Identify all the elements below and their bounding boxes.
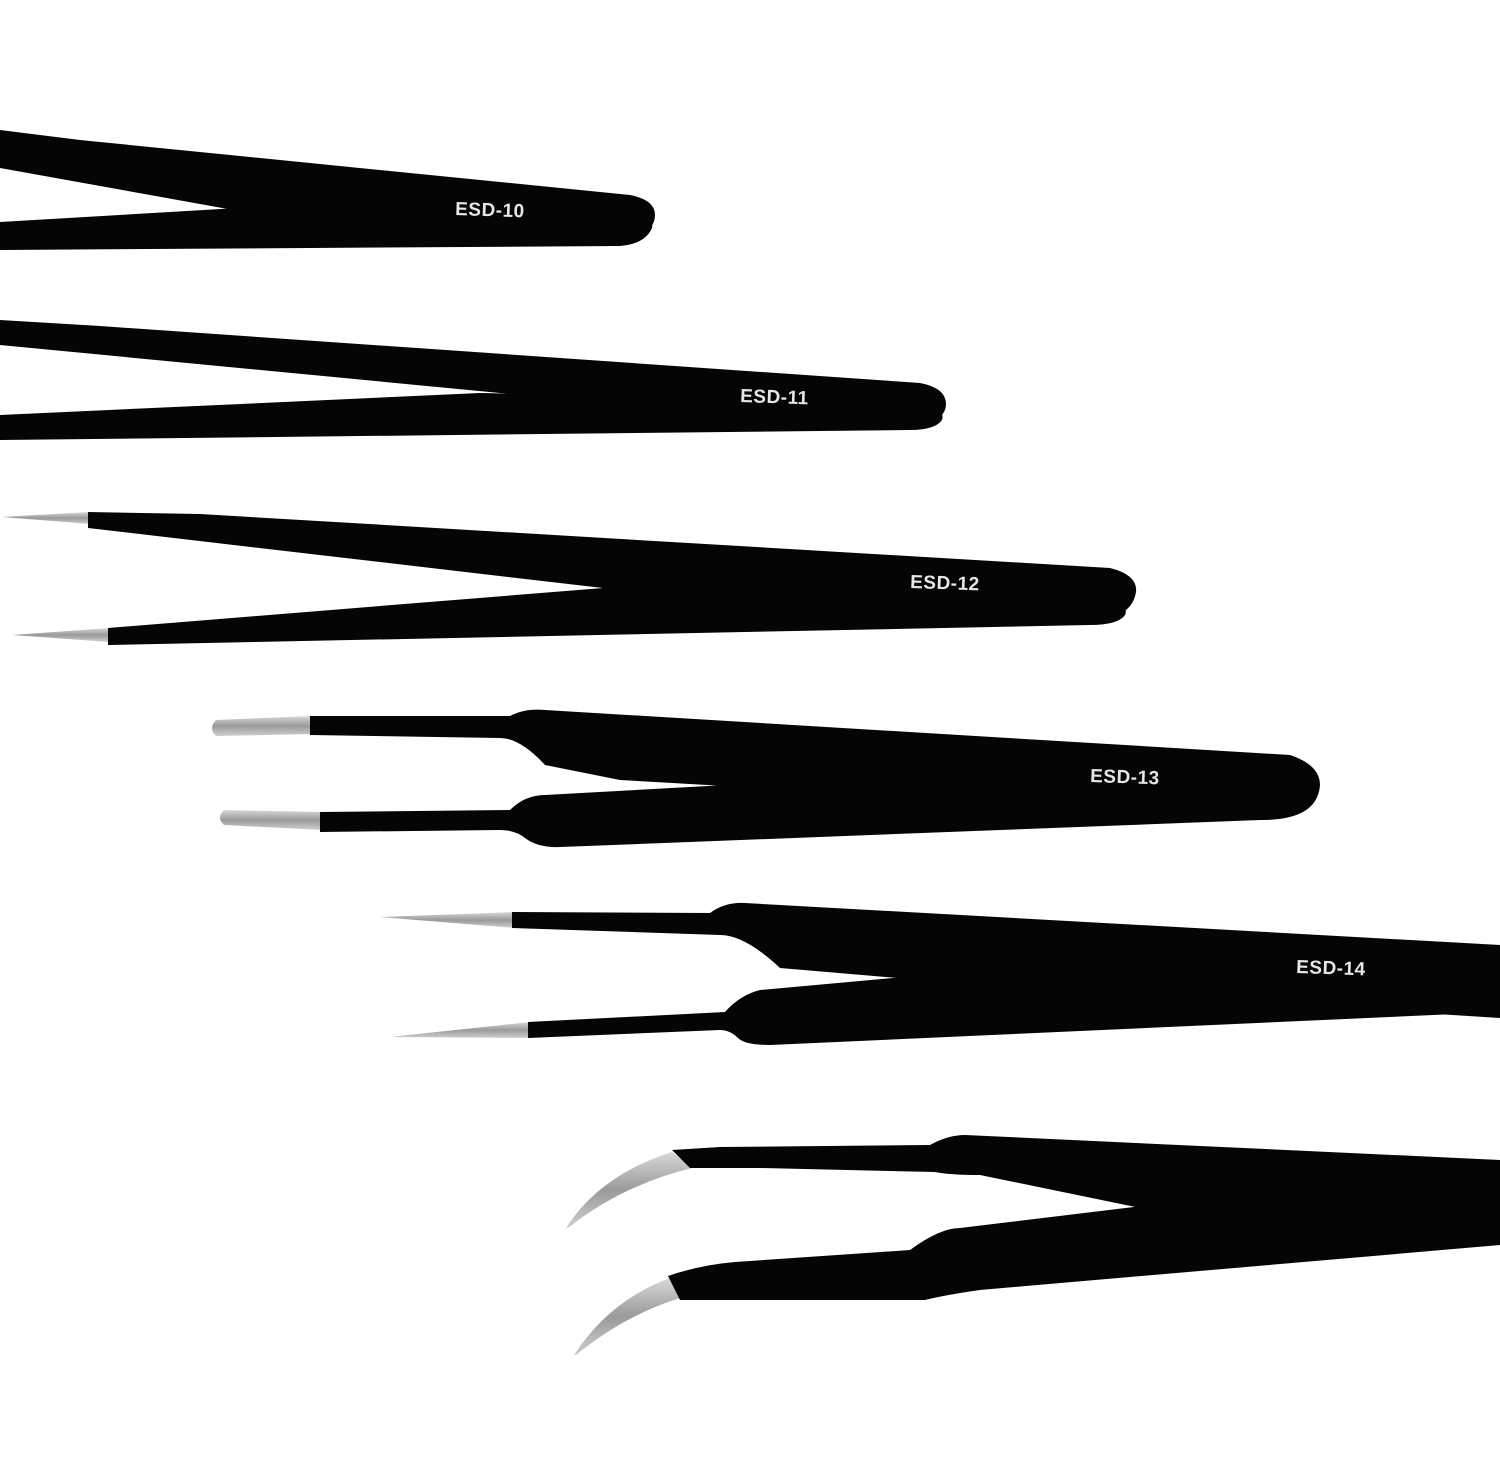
lower-arm [0,205,653,250]
model-label: ESD-10 [455,199,525,222]
lower-tip [574,1278,680,1355]
lower-tip [12,628,110,642]
tweezer-esd-14: ESD-14 [380,902,1500,1045]
lower-arm [320,782,1300,848]
lower-arm [0,393,943,440]
model-label: ESD-11 [740,386,809,409]
lower-tip [220,810,322,830]
tweezer-esd-10: ESD-10 [0,130,655,250]
upper-tip [212,716,312,736]
model-label: ESD-14 [1296,957,1366,980]
model-label: ESD-13 [1090,766,1160,789]
lower-arm [108,585,1126,645]
upper-tip [380,912,515,928]
tweezer-esd-12: ESD-12 [2,512,1137,645]
lower-arm [668,1205,1500,1300]
tweezer-esd-11: ESD-11 [0,320,946,440]
upper-tip [2,512,90,524]
tweezer-curved [566,1135,1500,1355]
lower-tip [390,1022,530,1038]
model-label: ESD-12 [910,572,980,595]
upper-tip [566,1152,692,1228]
lower-arm [528,972,1500,1045]
tweezer-esd-13: ESD-13 [212,709,1320,848]
